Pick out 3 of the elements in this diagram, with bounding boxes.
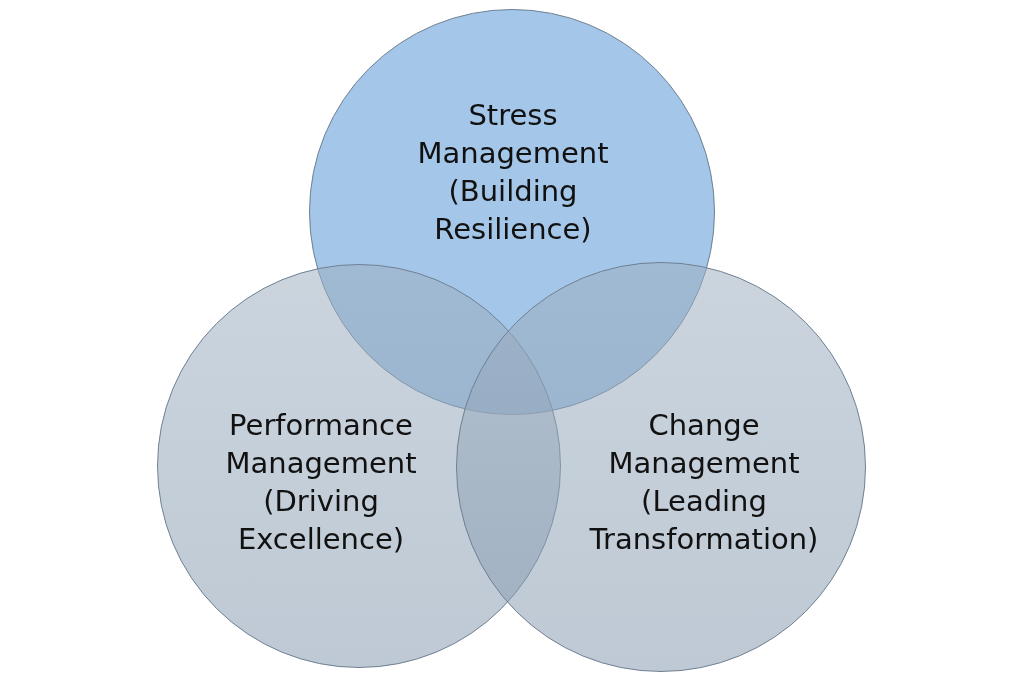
circle-label: Performance Management (Driving Excellence) [224, 407, 418, 558]
circle-label: Change Management (Leading Transformation) [588, 407, 820, 558]
circle-label: Stress Management (Building Resilience) [416, 97, 610, 248]
